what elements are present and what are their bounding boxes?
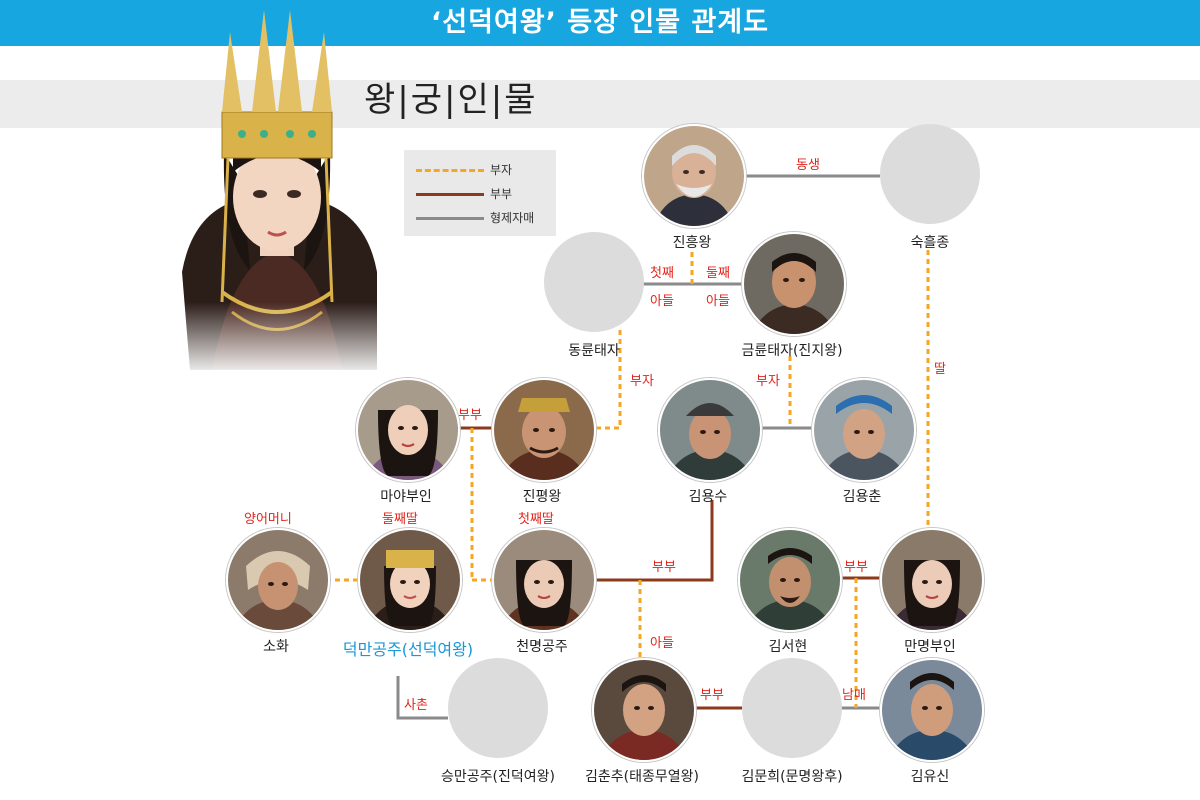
relation-label-foster-mother: 양어머니 [244, 512, 292, 527]
person-name: 동륜태자 [568, 343, 620, 359]
yusin-portrait-image [880, 658, 984, 762]
relation-label-younger-sibling: 동생 [796, 158, 820, 173]
person-name: 덕만공주(선덕여왕) [342, 640, 474, 659]
section-title: 왕|궁|인|물 [364, 80, 538, 120]
relation-label-daughter: 딸 [934, 362, 946, 377]
person-name: 진흥왕 [672, 235, 712, 251]
empty-portrait-placeholder [448, 658, 548, 758]
person-name: 금륜태자(진지왕) [741, 343, 843, 359]
jinheung-portrait-image [642, 124, 746, 228]
yongchun-portrait-image [812, 378, 916, 482]
person-name: 만명부인 [904, 639, 956, 655]
relation-label-couple-2: 부부 [652, 560, 676, 575]
person-name: 숙흘종 [910, 235, 950, 251]
person-name: 김문희(문명왕후) [741, 769, 843, 785]
person-name: 김유신 [910, 769, 950, 785]
geumryun-portrait-image [742, 232, 846, 336]
legend-item-spouse: 부부 [416, 184, 552, 204]
cheonmyeong-portrait-image [492, 528, 596, 632]
legend: 부자 부부 형제자매 [404, 150, 556, 236]
relation-label-second-daughter: 둘째딸 [382, 512, 418, 527]
maya-portrait-image [356, 378, 460, 482]
relation-label-siblings: 남매 [842, 688, 866, 703]
manmyeong-portrait-image [880, 528, 984, 632]
person-name: 김용춘 [842, 489, 882, 505]
relation-label-couple-4: 부부 [700, 688, 724, 703]
header-banner [0, 0, 1200, 46]
empty-portrait-placeholder [742, 658, 842, 758]
relation-label-couple-3: 부부 [844, 560, 868, 575]
section-band [0, 80, 1200, 128]
sohwa-portrait-image [226, 528, 330, 632]
person-name: 마야부인 [380, 489, 432, 505]
relation-label-son: 아들 [650, 294, 674, 309]
person-name: 천명공주 [516, 639, 568, 655]
legend-item-sibling: 형제자매 [416, 208, 552, 228]
relation-label-son-2: 아들 [706, 294, 730, 309]
person-name: 김용수 [688, 489, 728, 505]
person-name: 승만공주(진덕여왕) [441, 769, 555, 785]
legend-item-parent-child: 부자 [416, 160, 552, 180]
relation-label-couple: 부부 [458, 408, 482, 423]
empty-portrait-placeholder [880, 124, 980, 224]
chunchu-portrait-image [592, 658, 696, 762]
queen-portrait-image [172, 10, 382, 370]
person-name: 김서현 [768, 639, 808, 655]
relation-label-second: 둘째 [706, 266, 730, 281]
empty-portrait-placeholder [544, 232, 644, 332]
relation-label-father-son: 부자 [630, 374, 654, 389]
person-name: 소화 [263, 639, 289, 655]
deokman-portrait-image [358, 528, 462, 632]
relation-label-cousin: 사촌 [404, 698, 428, 713]
relation-label-father-son-2: 부자 [756, 374, 780, 389]
page-title: ‘선덕여왕’ 등장 인물 관계도 [431, 7, 769, 38]
person-name: 진평왕 [522, 489, 562, 505]
yongsu-portrait-image [658, 378, 762, 482]
person-name: 김춘추(태종무열왕) [585, 769, 699, 785]
relation-label-first-daughter: 첫째딸 [518, 512, 554, 527]
relation-label-first: 첫째 [650, 266, 674, 281]
seohyeon-portrait-image [738, 528, 842, 632]
relation-label-son-3: 아들 [650, 636, 674, 651]
jinpyeong-portrait-image [492, 378, 596, 482]
